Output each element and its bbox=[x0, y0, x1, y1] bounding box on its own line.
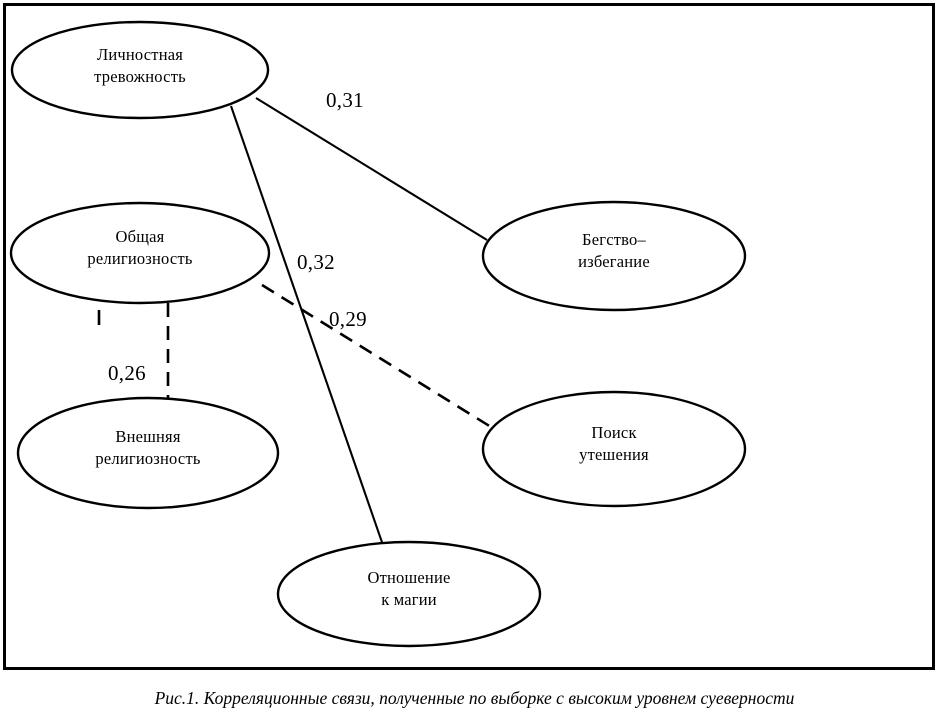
node-ellipse-escape-avoidance bbox=[481, 200, 747, 312]
node-label-seeking-comfort-line2: утешения bbox=[579, 445, 649, 465]
edge-anxiety-to-escape bbox=[255, 97, 488, 241]
edge-anxiety-to-magic bbox=[230, 105, 386, 552]
node-label-attitude-to-magic-line2: к магии bbox=[381, 590, 437, 610]
edge-label-0-29: 0,29 bbox=[329, 307, 367, 331]
node-ellipse-attitude-to-magic bbox=[276, 540, 542, 648]
node-label-trait-anxiety-line1: Личностная bbox=[96, 45, 184, 64]
correlation-diagram bbox=[9, 20, 747, 648]
edge-label-0-26: 0,26 bbox=[108, 361, 146, 385]
node-label-general-religiosity: Общая религиозность bbox=[11, 226, 269, 271]
node-label-trait-anxiety-line2: тревожность bbox=[94, 67, 186, 87]
node-label-attitude-to-magic: Отношение к магии bbox=[278, 567, 540, 612]
node-label-external-religiosity-line2: религиозность bbox=[95, 449, 201, 469]
edge-general-religiosity-to-comfort bbox=[261, 283, 492, 429]
node-ellipse-general-religiosity bbox=[9, 201, 271, 305]
node-label-escape-avoidance: Бегство– избегание bbox=[483, 229, 745, 274]
node-label-general-religiosity-line2: религиозность bbox=[87, 249, 193, 269]
node-label-general-religiosity-line1: Общая bbox=[115, 227, 165, 246]
edge-label-0-31: 0,31 bbox=[326, 88, 364, 112]
node-label-external-religiosity: Внешняя религиозность bbox=[18, 426, 278, 471]
node-ellipse-seeking-comfort bbox=[481, 390, 747, 508]
edge-label-0-32: 0,32 bbox=[297, 250, 335, 274]
node-ellipse-external-religiosity bbox=[16, 396, 280, 510]
nodes-layer bbox=[9, 20, 747, 648]
node-label-seeking-comfort: Поиск утешения bbox=[483, 422, 745, 467]
node-ellipse-trait-anxiety bbox=[10, 20, 270, 120]
node-label-escape-avoidance-line1: Бегство– bbox=[582, 230, 646, 249]
edges-layer bbox=[97, 97, 492, 552]
node-label-attitude-to-magic-line1: Отношение bbox=[367, 568, 451, 587]
node-label-external-religiosity-line1: Внешняя bbox=[115, 427, 181, 446]
node-label-trait-anxiety: Личностная тревожность bbox=[12, 44, 268, 89]
node-label-escape-avoidance-line2: избегание bbox=[578, 252, 650, 272]
figure-caption: Рис.1. Корреляционные связи, полученные … bbox=[154, 688, 795, 708]
node-label-seeking-comfort-line1: Поиск bbox=[591, 423, 637, 442]
